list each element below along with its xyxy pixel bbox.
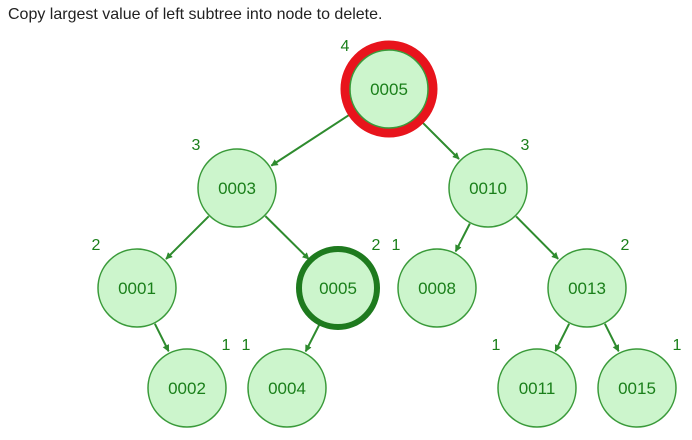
max-highlight-node-circle <box>296 246 380 330</box>
tree-node-n3: 0003 3 <box>192 137 277 228</box>
node-height-label: 2 <box>621 237 630 254</box>
node-height-label: 2 <box>372 237 381 254</box>
node-circle <box>497 348 577 428</box>
node-height-label: 2 <box>92 237 101 254</box>
tree-edge-n3-n1 <box>165 215 210 260</box>
node-circle <box>349 49 429 129</box>
tree-edge-n3-n5b <box>264 215 310 260</box>
tree-node-n13: 0013 2 <box>547 237 630 328</box>
tree-node-n8: 0008 1 <box>392 237 477 328</box>
delete-highlight-ring <box>340 40 438 138</box>
node-height-label: 1 <box>242 337 251 354</box>
node-circle <box>547 248 627 328</box>
tree-edge-n13-n11 <box>554 323 571 352</box>
tree-nodes: 0005 4 0003 3 0010 3 0001 2 0005 2 0008 1 0013 2 0002 1… <box>92 38 682 428</box>
node-value-label: 0001 <box>118 279 156 298</box>
node-height-label: 3 <box>192 137 201 154</box>
tree-edges <box>153 109 620 353</box>
tree-edge-n5b-n4 <box>304 323 321 353</box>
tree-node-n5b: 0005 2 <box>296 237 381 330</box>
tree-edge-n5a-n10 <box>416 116 460 160</box>
node-circle <box>197 148 277 228</box>
tree-edge-n10-n8 <box>454 223 471 253</box>
tree-edge-n13-n15 <box>603 323 620 352</box>
node-height-label: 3 <box>521 137 530 154</box>
node-circle <box>597 348 677 428</box>
node-height-label: 1 <box>392 237 401 254</box>
node-circle <box>97 248 177 328</box>
node-value-label: 0002 <box>168 379 206 398</box>
node-height-label: 4 <box>341 38 350 55</box>
node-value-label: 0015 <box>618 379 656 398</box>
node-value-label: 0004 <box>268 379 306 398</box>
tree-node-n2: 0002 1 <box>147 337 231 428</box>
node-circle <box>397 248 477 328</box>
node-value-label: 0005 <box>370 80 408 99</box>
node-height-label: 1 <box>222 337 231 354</box>
node-height-label: 1 <box>673 337 682 354</box>
tree-edge-n5a-n3 <box>270 109 357 167</box>
node-value-label: 0010 <box>469 179 507 198</box>
tree-node-n4: 0004 1 <box>242 337 327 428</box>
node-circle <box>147 348 227 428</box>
tree-edge-n1-n2 <box>153 323 170 352</box>
diagram-caption: Copy largest value of left subtree into … <box>8 6 383 23</box>
node-height-label: 1 <box>492 337 501 354</box>
tree-node-n1: 0001 2 <box>92 237 177 328</box>
node-value-label: 0013 <box>568 279 606 298</box>
tree-node-n10: 0010 3 <box>448 137 530 228</box>
tree-node-n15: 0015 1 <box>597 337 682 428</box>
node-value-label: 0003 <box>218 179 256 198</box>
node-value-label: 0011 <box>519 379 556 398</box>
node-circle <box>247 348 327 428</box>
tree-edge-n10-n13 <box>515 215 559 260</box>
node-circle <box>448 148 528 228</box>
tree-node-n5a: 0005 4 <box>340 38 438 138</box>
node-value-label: 0008 <box>418 279 456 298</box>
tree-node-n11: 0011 1 <box>492 337 577 428</box>
node-value-label: 0005 <box>319 279 357 298</box>
